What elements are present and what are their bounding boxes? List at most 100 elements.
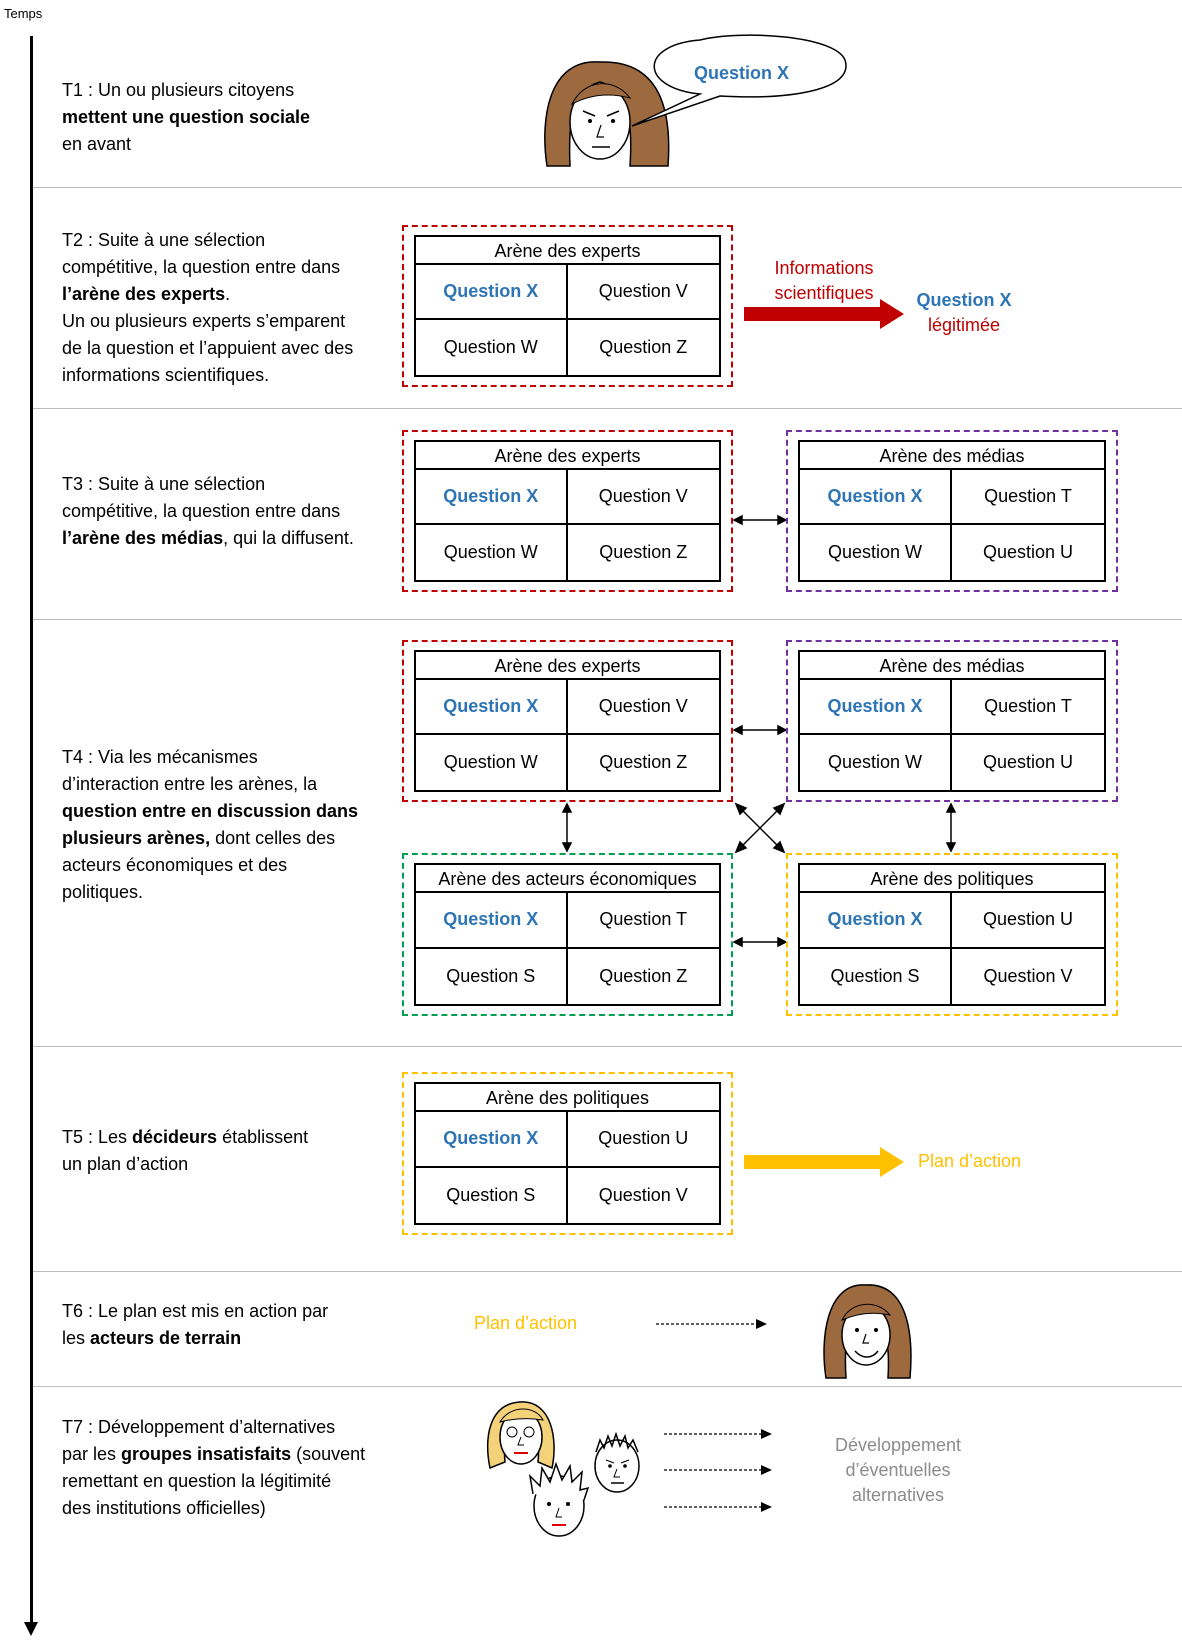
separator-t4-t5 [33, 1046, 1182, 1047]
arena-cell-question: Question Z [599, 965, 688, 986]
step-t7-line-2: par les groupes insatisfaits (souvent [62, 1441, 392, 1468]
t2-result-question: Question X [916, 290, 1012, 310]
t4-connector-experts-medias [732, 724, 788, 736]
t2-result-label: Question X légitimée [905, 288, 1023, 338]
step-t5-emphasis: décideurs [132, 1127, 218, 1147]
step-t4-line-5: acteurs économiques et des [62, 855, 288, 875]
separator-t2-t3 [33, 408, 1182, 409]
arena-cell-highlighted-question: Question X [800, 470, 952, 525]
step-t4-line-3: question entre en discussion dans [62, 798, 392, 825]
t7-alternatives-label: Développement d’éventuelles alternatives [812, 1433, 984, 1508]
t2-info-label: Informations scientifiques [760, 256, 888, 306]
t5-plan-arrow [744, 1147, 904, 1177]
speech-bubble-text: Question X [694, 63, 790, 83]
step-t1-description: T1 : Un ou plusieurs citoyens mettent un… [62, 77, 392, 158]
step-t2-line-3: l’arène des experts. [62, 281, 392, 308]
step-t6-emphasis: acteurs de terrain [90, 1328, 242, 1348]
step-t4-line-1: T4 : Via les mécanismes [62, 747, 258, 767]
arena-cell-question: Question U [952, 893, 1104, 949]
separator-t3-t4 [33, 619, 1182, 620]
arena-cell-question: Question V [567, 680, 719, 735]
t7-alternatives-line-3: alternatives [851, 1485, 945, 1505]
arena-cell-highlighted-question: Question X [416, 265, 568, 320]
step-t7-line-2-start: par les [62, 1444, 122, 1464]
t4-connector-cross [734, 802, 786, 854]
step-t2-line-6: informations scientifiques. [62, 365, 270, 385]
step-t7-line-1: T7 : Développement d’alternatives [62, 1417, 336, 1437]
step-t3-line-2: compétitive, la question entre dans [62, 501, 341, 521]
t7-dotted-arrow-2 [664, 1465, 772, 1475]
step-t6-line-2-start: les [62, 1328, 91, 1348]
t2-result-legitimised: légitimée [927, 315, 1001, 335]
blonde-person-face-icon [486, 1401, 555, 1470]
step-t5-line-1-start: T5 : Les [62, 1127, 133, 1147]
step-t3-line-3-end: , qui la diffusent. [223, 528, 354, 548]
speech-bubble [631, 34, 847, 127]
arena-cell-question: Question W [416, 735, 568, 790]
arena-cell-question: Question W [800, 525, 952, 580]
step-t4-line-4-end: dont celles des [210, 828, 336, 848]
arena-cell-highlighted-question: Question X [800, 893, 952, 949]
step-t2-description: T2 : Suite à une sélection compétitive, … [62, 227, 392, 389]
arena-cell-question: Question U [567, 1112, 719, 1168]
time-axis-line [30, 36, 33, 1628]
arena-cell-question: Question T [567, 893, 719, 949]
step-t5-line-1-end: établissent [217, 1127, 309, 1147]
arena-cell-question: Question V [567, 265, 719, 320]
t7-alternatives-line-1: Développement [834, 1435, 962, 1455]
arena-cell-question: Question V [983, 965, 1073, 986]
arena-cell-question: Question W [416, 320, 568, 375]
arena-cell-question: Question Z [599, 337, 688, 357]
citizen-face-icon [544, 61, 670, 167]
arena-title: Arène des médias [800, 652, 1104, 680]
arena-cell-highlighted-question: Question X [416, 470, 568, 525]
arena-cell-question: Question S [416, 948, 568, 1004]
t4-connector-medias-politiques [945, 802, 957, 853]
arena-title: Arène des experts [416, 652, 719, 680]
dark-haired-person-face-icon [594, 1431, 640, 1493]
step-t1-line-2: mettent une question sociale [62, 104, 392, 131]
t6-dotted-arrow [656, 1319, 767, 1329]
step-t4-line-6: politiques. [62, 882, 144, 902]
arena-cell-question: Question U [982, 542, 1074, 562]
t4-connector-economiques-politiques [732, 936, 788, 948]
arena-cell-highlighted-question: Question X [416, 680, 568, 735]
step-t6-description: T6 : Le plan est mis en action par les a… [62, 1298, 392, 1352]
arena-title: Arène des politiques [416, 1084, 719, 1112]
arena-cell-highlighted-question: Question X [416, 893, 568, 949]
step-t2-line-5: de la question et l’appuient avec des [62, 338, 354, 358]
step-t6-line-2: les acteurs de terrain [62, 1325, 392, 1352]
step-t1-line-3: en avant [62, 134, 132, 154]
time-axis-label: Temps [4, 6, 43, 21]
arena-title: Arène des experts [416, 442, 719, 470]
arena-cell-question: Question S [800, 948, 952, 1004]
step-t1-line-1: T1 : Un ou plusieurs citoyens [62, 80, 295, 100]
time-axis-arrowhead [24, 1622, 38, 1636]
separator-t5-t6 [33, 1271, 1182, 1272]
arena-cell-question: Question S [416, 1167, 568, 1223]
arena-cell-highlighted-question: Question X [416, 1112, 568, 1168]
step-t3-line-1: T3 : Suite à une sélection [62, 474, 266, 494]
step-t4-line-4: plusieurs arènes, dont celles des [62, 825, 392, 852]
arena-cell-question: Question Z [599, 752, 688, 772]
step-t2-line-4: Un ou plusieurs experts s’emparent [62, 311, 346, 331]
step-t5-line-2: un plan d’action [62, 1154, 189, 1174]
